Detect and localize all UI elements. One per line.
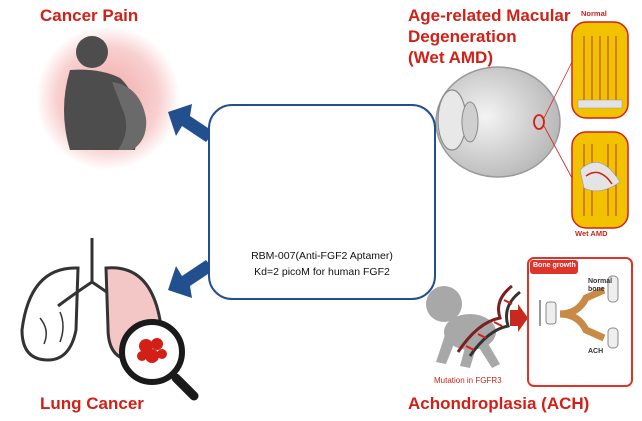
amd-title-line3: (Wet AMD) <box>408 48 493 67</box>
ach-title: Achondroplasia (ACH) <box>408 394 590 413</box>
arrow-to-cancer-pain <box>168 104 214 142</box>
lung-illustration <box>20 238 199 401</box>
ach-baby-illustration <box>426 284 528 368</box>
cancer-pain-illustration <box>36 26 180 170</box>
amd-inset-panels <box>571 21 629 229</box>
amd-title-line2: Degeneration <box>408 27 517 46</box>
arrow-to-lung-cancer <box>168 260 214 298</box>
dna-icon <box>456 284 521 357</box>
amd-normal-label: Normal <box>581 9 607 18</box>
crouching-person-icon <box>64 36 147 150</box>
eye-illustration <box>435 61 573 179</box>
left-lung-icon <box>20 266 80 362</box>
bone-growth-label: Bone growth <box>533 262 576 269</box>
bone-growth-panel <box>527 257 633 387</box>
ach-bone-label: ACH <box>588 348 604 355</box>
amd-wet-label: Wet AMD <box>575 229 608 238</box>
red-arrow-icon <box>510 304 528 332</box>
aptamer-name-label: RBM-007(Anti-FGF2 Aptamer) <box>251 250 393 262</box>
magnifier-handle <box>171 373 199 401</box>
lung-cancer-title: Lung Cancer <box>40 394 144 413</box>
baby-icon <box>426 286 500 368</box>
mutation-label: Mutation in FGFR3 <box>434 376 502 385</box>
tumor-icon <box>137 338 167 363</box>
bone-growth-tab <box>530 260 578 274</box>
aptamer-kd-label: Kd=2 picoM for human FGF2 <box>254 266 390 278</box>
amd-title-line1: Age-related Macular <box>408 6 571 25</box>
bone-icons <box>545 275 619 349</box>
rbm007-center-box: RBM-007(Anti-FGF2 Aptamer) Kd=2 picoM fo… <box>208 104 436 300</box>
macula-marker <box>533 114 545 130</box>
cancer-pain-title: Cancer Pain <box>40 6 139 25</box>
normal-bone-label: Normal bone <box>588 278 613 293</box>
